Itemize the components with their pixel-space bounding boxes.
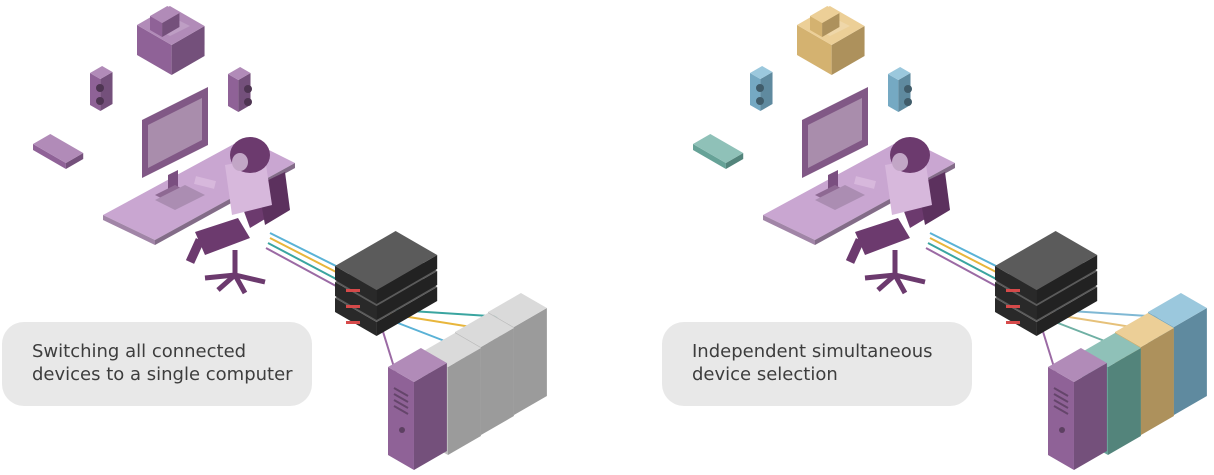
scene-right [693, 6, 1207, 470]
caption-right-line-2: device selection [692, 364, 838, 385]
caption-right: Independent simultaneous device selectio… [662, 322, 972, 406]
kvm-switch-icon [335, 231, 438, 336]
caption-left-line-1: Switching all connected [32, 341, 247, 362]
caption-right-line-1: Independent simultaneous [692, 341, 933, 362]
speaker-icon [750, 66, 773, 111]
keyboard-icon [693, 134, 744, 169]
person-icon [185, 137, 272, 264]
person-icon [845, 137, 932, 264]
speaker-icon [888, 67, 912, 112]
printer-icon [797, 6, 865, 75]
monitor-icon [802, 87, 868, 210]
keyboard-icon [33, 134, 84, 169]
printer-icon [137, 6, 205, 75]
scene-left [33, 6, 547, 470]
computer-tower-icon [1048, 348, 1107, 470]
monitor-icon [142, 87, 208, 210]
computer-tower-icon [388, 348, 447, 470]
caption-left-line-2: devices to a single computer [32, 364, 293, 385]
caption-left: Switching all connected devices to a sin… [2, 322, 312, 406]
speaker-icon [90, 66, 113, 111]
speaker-icon [228, 67, 252, 112]
kvm-switch-icon [995, 231, 1098, 336]
